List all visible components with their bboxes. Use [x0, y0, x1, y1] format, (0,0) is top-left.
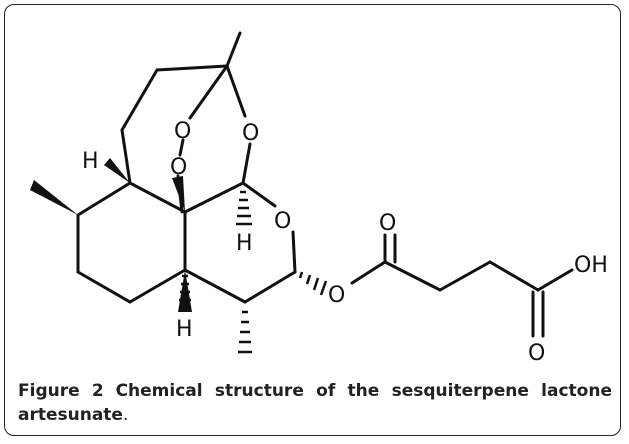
wedge-bond — [104, 158, 130, 183]
bond — [536, 268, 574, 292]
figure-frame — [4, 4, 621, 436]
figure-caption: Figure 2 Chemical structure of the sesqu… — [18, 379, 612, 427]
hashed-bond — [236, 190, 252, 226]
bond — [120, 128, 132, 185]
bond — [128, 181, 187, 214]
wedge-bond — [178, 270, 192, 312]
bond — [225, 64, 247, 118]
bond — [128, 268, 187, 304]
bond — [155, 64, 229, 72]
bond — [188, 64, 229, 120]
caption-end: . — [122, 405, 129, 425]
hashed-bond — [238, 310, 252, 354]
bond — [76, 181, 132, 217]
atom-label: O — [379, 211, 396, 236]
atom-label: O — [274, 209, 291, 234]
wedge-bond — [172, 176, 185, 212]
caption-title: Chemical structure of the sesquiterpene … — [18, 381, 612, 425]
figure-label: Figure 2 — [18, 381, 104, 401]
wedge-bond — [30, 180, 78, 215]
bond — [241, 181, 277, 208]
bond — [438, 260, 492, 292]
bond — [225, 31, 242, 68]
bond — [291, 230, 297, 274]
bond — [243, 270, 297, 304]
bond — [241, 142, 252, 185]
bond — [178, 138, 185, 157]
bond — [383, 260, 442, 292]
bond — [488, 260, 540, 292]
hashed-bond — [298, 271, 328, 296]
atom-label: O — [328, 283, 345, 308]
atom-label: O — [174, 119, 191, 144]
atom-label: O — [242, 121, 259, 146]
bond — [120, 68, 159, 132]
bond — [183, 181, 245, 214]
atom-label: OH — [574, 253, 608, 278]
atom-label: H — [176, 317, 193, 342]
bond — [183, 268, 247, 304]
atom-label: O — [528, 341, 545, 366]
atom-label: H — [82, 149, 99, 174]
atom-label: O — [170, 155, 187, 180]
bond — [350, 260, 387, 285]
atom-label: H — [236, 231, 253, 256]
bond — [76, 270, 132, 304]
